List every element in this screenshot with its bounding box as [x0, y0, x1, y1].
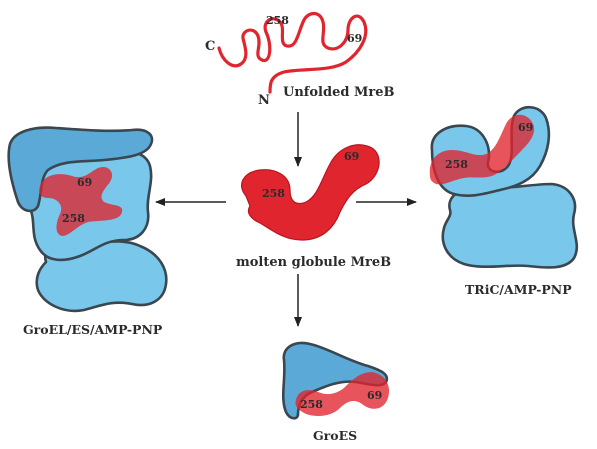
n-terminus-label: N: [258, 93, 270, 108]
c-terminus-label: C: [205, 39, 215, 54]
groel-69-label: 69: [77, 176, 92, 189]
groes-complex-group: 258 69 GroES: [281, 341, 390, 443]
unfolded-mreb-chain: [217, 11, 368, 94]
molten-69-label: 69: [344, 150, 359, 163]
residue-258-label: 258: [266, 14, 289, 27]
groel-mreb-insert: [39, 166, 123, 236]
groel-lid: [7, 126, 154, 213]
groel-complex-group: 69 258 GroEL/ES/AMP-PNP: [7, 126, 168, 337]
tric-complex-group: 258 69 TRiC/AMP-PNP: [429, 105, 579, 297]
tric-258-label: 258: [445, 158, 468, 171]
molten-258-label: 258: [262, 187, 285, 200]
groel-258-label: 258: [62, 212, 85, 225]
tric-69-label: 69: [518, 121, 533, 134]
residue-69-label: 69: [347, 32, 362, 45]
groes-258-label: 258: [300, 398, 323, 411]
tric-mreb-insert: [429, 114, 535, 185]
groes-label: GroES: [313, 428, 357, 443]
groes-69-label: 69: [367, 389, 382, 402]
groes-mreb-insert: [295, 372, 390, 416]
groel-label: GroEL/ES/AMP-PNP: [23, 322, 163, 337]
tric-label: TRiC/AMP-PNP: [465, 282, 572, 297]
unfolded-mreb-label: Unfolded MreB: [283, 85, 394, 100]
molten-globule-group: 258 69 molten globule MreB: [236, 144, 391, 270]
molten-globule-shape: [241, 144, 380, 241]
unfolded-mreb-group: C N 258 69 Unfolded MreB: [205, 11, 394, 108]
molten-globule-label: molten globule MreB: [236, 255, 391, 270]
